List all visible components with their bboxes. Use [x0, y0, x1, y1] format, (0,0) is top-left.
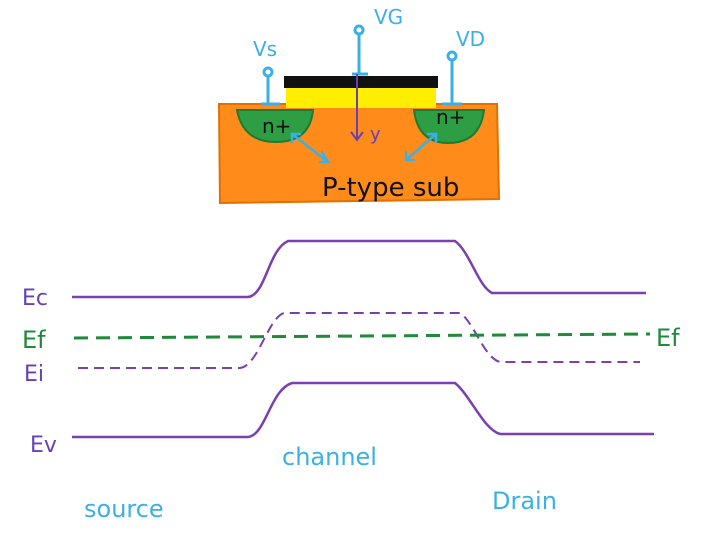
drain-contact [442, 50, 462, 106]
intrinsic-level-line [78, 312, 640, 369]
channel-label: channel [282, 443, 377, 471]
left-n-plus-label: n+ [262, 114, 291, 138]
device-cross-section: VG Vs VD n+ n+ y P-type sub [217, 5, 501, 205]
right-n-plus-label: n+ [436, 105, 465, 129]
valence-band-line [72, 381, 654, 439]
junction-arrows [290, 132, 438, 164]
fermi-level-label-left: Ef [22, 326, 46, 354]
conduction-band-line [72, 239, 646, 299]
source-voltage-label: Vs [253, 37, 277, 61]
valence-band-label: Ev [30, 433, 57, 458]
source-region-label: source [84, 495, 164, 523]
intrinsic-level-label: Ei [24, 362, 44, 387]
source-contact [261, 66, 280, 106]
fermi-level-line [73, 332, 651, 340]
depth-axis [350, 74, 364, 142]
substrate-label: P-type sub [322, 173, 459, 203]
fermi-level-label-right: Ef [656, 324, 680, 352]
drain-region-label: Drain [492, 487, 557, 515]
gate-metal [284, 76, 438, 88]
conduction-band-label: Ec [22, 286, 48, 311]
depth-axis-label: y [370, 124, 381, 145]
gate-oxide [286, 86, 436, 108]
band-diagram: Ec Ef Ei Ev Ef channel source Drain [22, 239, 680, 523]
gate-voltage-label: VG [374, 5, 403, 29]
gate-contact [352, 24, 368, 76]
drain-voltage-label: VD [456, 27, 485, 51]
